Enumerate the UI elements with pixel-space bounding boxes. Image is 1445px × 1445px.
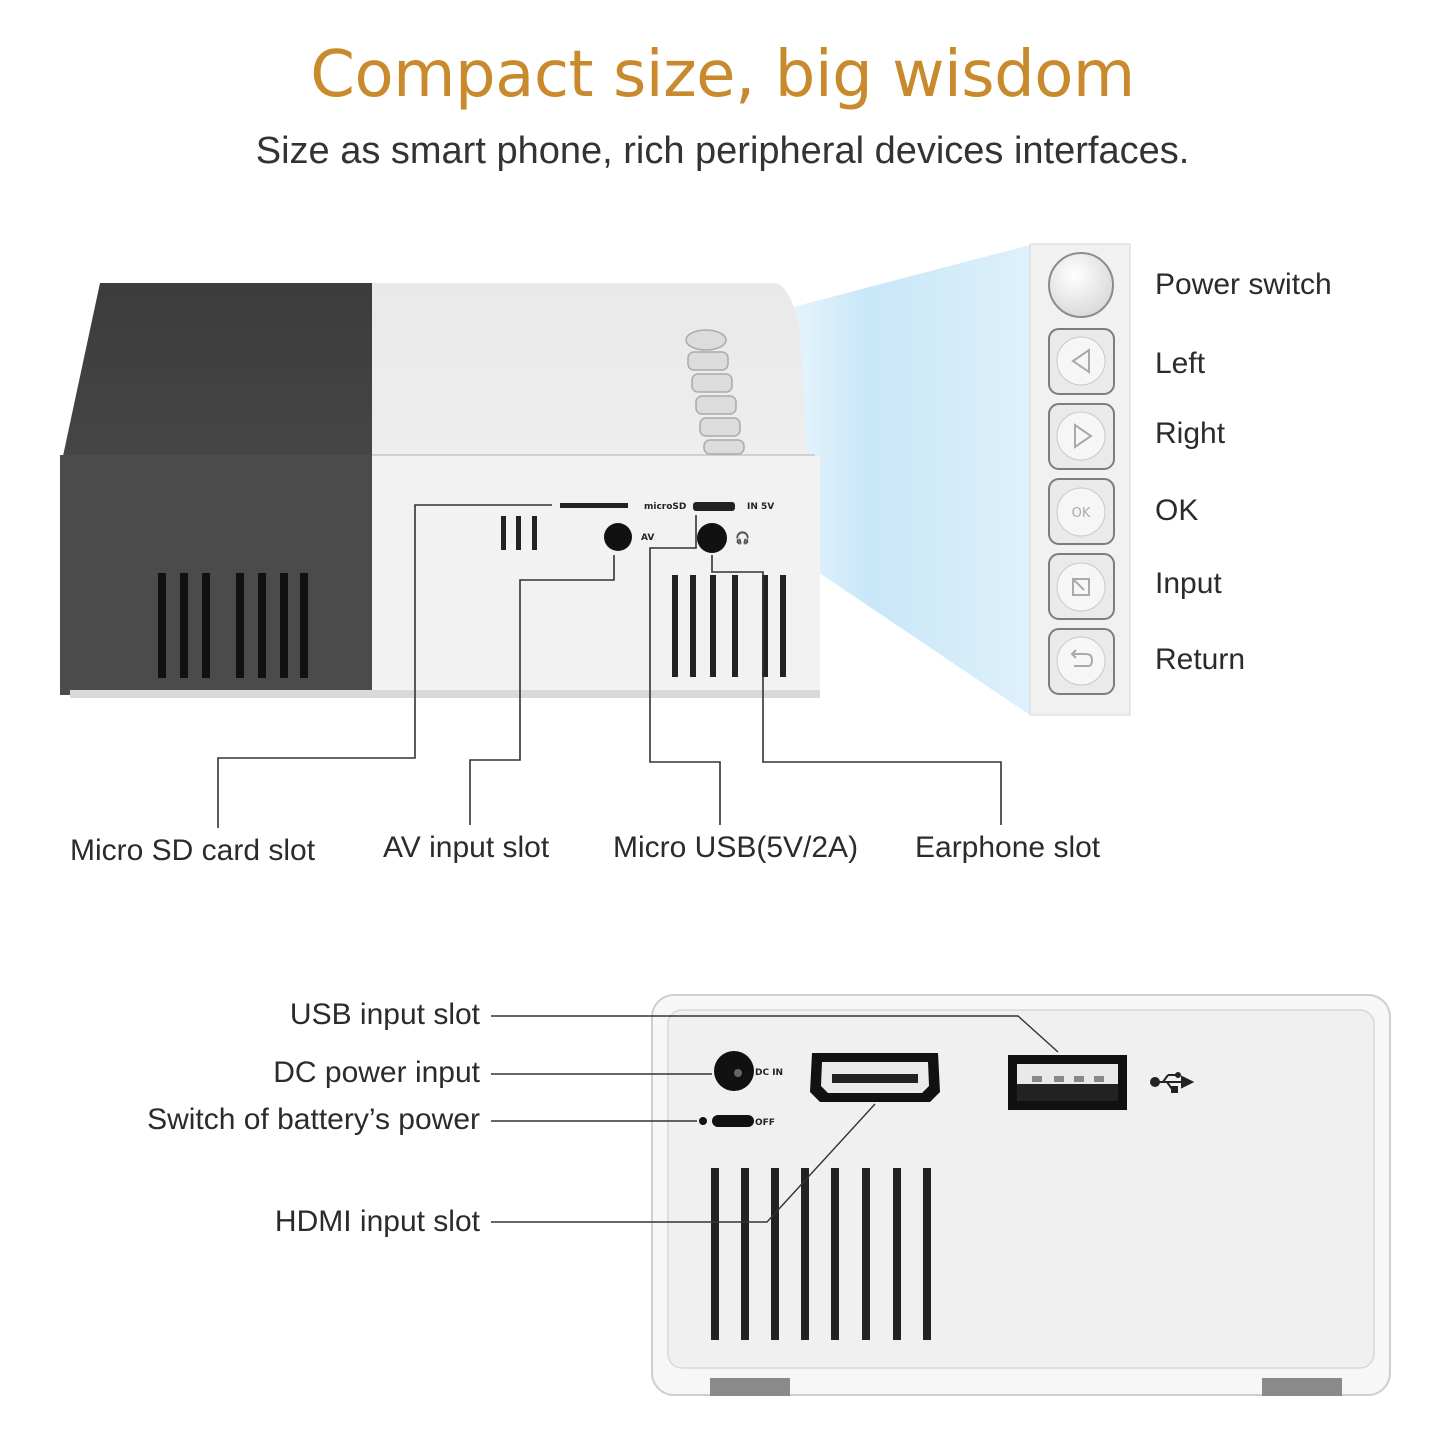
ok-icon: OK [1048,478,1115,545]
power-button-icon [1048,252,1114,318]
return-icon [1048,628,1115,695]
av-input-label: AV input slot [383,831,550,864]
svg-text:OK: OK [1072,506,1091,521]
hdmi-port [810,1053,940,1102]
page-subtitle: Size as smart phone, rich peripheral dev… [255,130,1190,172]
usb-input-label: USB input slot [289,998,480,1031]
left-button-label: Left [1155,347,1206,380]
page-title: Compact size, big wisdom [310,38,1135,112]
right-triangle-icon [1048,403,1115,470]
rear-vents [711,1168,931,1340]
microsd-mark: microSD [644,502,686,512]
side-panel-vents-large [672,575,786,677]
top-button-cluster [685,329,745,455]
right-button-label: Right [1155,417,1226,450]
usb-symbol-icon [1150,1072,1195,1093]
button-panel: OK [1029,243,1131,716]
ok-button-label: OK [1155,494,1199,527]
input-icon [1048,553,1115,620]
hdmi-input-label: HDMI input slot [274,1205,480,1238]
av-mark: AV [641,533,654,543]
projector-side-view: microSD AV IN 5V 🎧 [60,245,1030,715]
earphone-slot-label: Earphone slot [915,831,1101,864]
rear-callout-lines [491,1015,1059,1223]
power-switch-label: Power switch [1155,268,1332,301]
battery-switch [712,1115,754,1127]
input-button-label: Input [1155,567,1222,600]
return-button-label: Return [1155,643,1246,676]
dc-power-label: DC power input [273,1056,480,1089]
earphone-jack [697,523,727,553]
projector-rear-view: DC IN OFF [651,994,1391,1396]
micro-usb-port [693,502,735,511]
side-callout-lines [217,504,1002,828]
dc-in-mark: DC IN [755,1068,783,1078]
microsd-slot [560,503,628,508]
left-triangle-icon [1048,328,1115,395]
battery-switch-label: Switch of battery’s power [147,1103,480,1136]
av-jack [604,523,632,551]
side-panel-vents-small [501,516,537,550]
off-mark: OFF [755,1118,775,1128]
micro-usb-label: Micro USB(5V/2A) [613,831,859,864]
in5v-mark: IN 5V [747,502,774,512]
dark-housing-vents [158,573,308,678]
usb-a-port [1008,1055,1127,1110]
dc-power-jack [714,1051,754,1091]
headphone-icon: 🎧 [735,531,750,545]
microsd-slot-label: Micro SD card slot [70,834,316,867]
